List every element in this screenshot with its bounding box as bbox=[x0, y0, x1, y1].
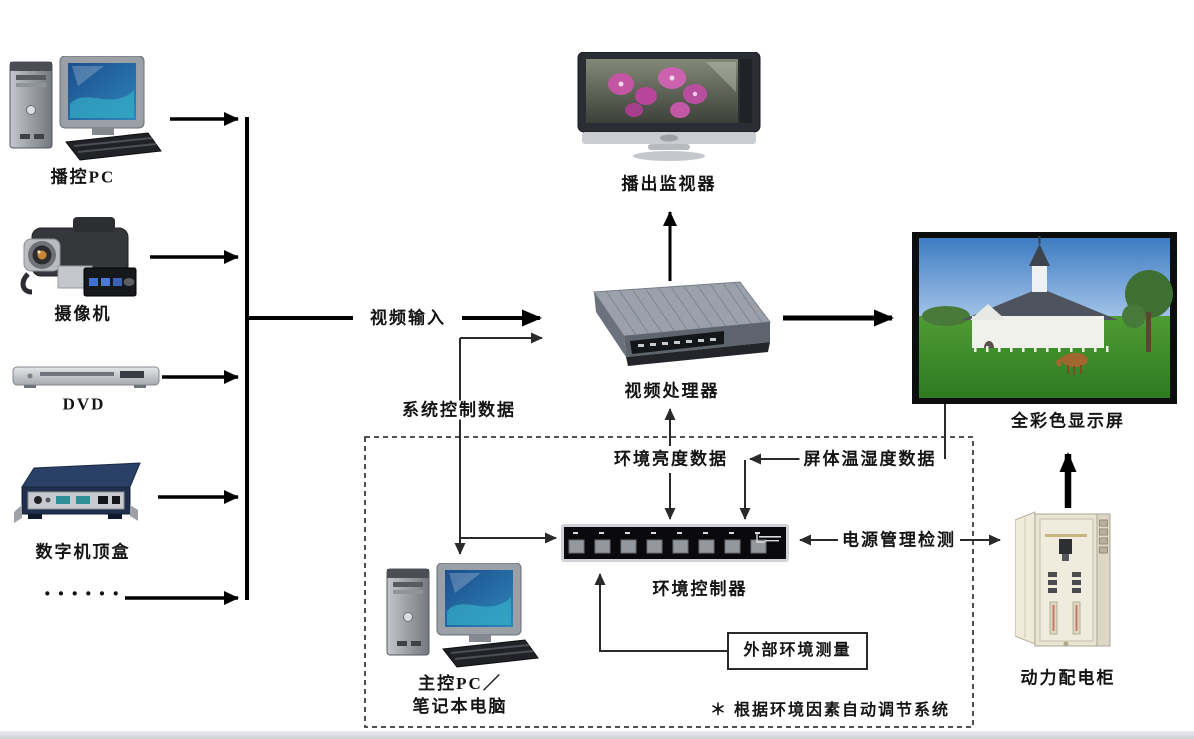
label-power-management: 电源管理检测 bbox=[838, 530, 960, 550]
camcorder-illustration bbox=[20, 217, 137, 297]
label-full-color-display: 全彩色显示屏 bbox=[1011, 411, 1125, 431]
set-top-box-illustration bbox=[14, 462, 141, 523]
label-power-cabinet: 动力配电柜 bbox=[1020, 668, 1116, 688]
video-processor-illustration bbox=[593, 281, 771, 366]
label-video-processor: 视频处理器 bbox=[624, 381, 720, 401]
label-system-control-data: 系统控制数据 bbox=[398, 400, 520, 420]
main-pc-illustration bbox=[386, 563, 539, 668]
label-broadcast-monitor: 播出监视器 bbox=[621, 174, 717, 194]
label-video-input: 视频输入 bbox=[366, 308, 450, 328]
label-main-pc-line1: 主控PC／ bbox=[418, 674, 502, 693]
external-environment-box: 外部环境测量 bbox=[727, 632, 868, 670]
full-color-display-illustration bbox=[912, 232, 1177, 404]
edge-extenv-to-controller bbox=[594, 573, 727, 652]
label-more-sources: ······ bbox=[42, 579, 126, 608]
auto-adjust-note: ＊ 根据环境因素自动调节系统 bbox=[710, 702, 951, 719]
label-broadcast-pc: 播控PC bbox=[50, 167, 116, 187]
broadcast-pc-illustration bbox=[9, 56, 162, 161]
environment-controller-illustration bbox=[561, 524, 789, 562]
auto-adjust-dashed-box bbox=[364, 436, 974, 728]
power-cabinet-illustration bbox=[1015, 511, 1111, 647]
label-main-pc-line2: 笔记本电脑 bbox=[412, 696, 508, 716]
label-main-pc: 主控PC／ 笔记本电脑 bbox=[413, 673, 508, 719]
label-screen-temp-humidity: 屏体温湿度数据 bbox=[799, 449, 941, 469]
label-set-top-box: 数字机顶盒 bbox=[35, 542, 131, 562]
label-environment-controller: 环境控制器 bbox=[652, 579, 748, 599]
label-dvd: DVD bbox=[62, 394, 106, 414]
label-external-environment: 外部环境测量 bbox=[743, 642, 852, 659]
bottom-edge-bar bbox=[0, 731, 1194, 739]
label-ambient-brightness: 环境亮度数据 bbox=[610, 449, 732, 469]
label-camera: 摄像机 bbox=[54, 304, 112, 324]
dvd-player-illustration bbox=[12, 366, 160, 388]
broadcast-monitor-illustration bbox=[577, 52, 761, 161]
